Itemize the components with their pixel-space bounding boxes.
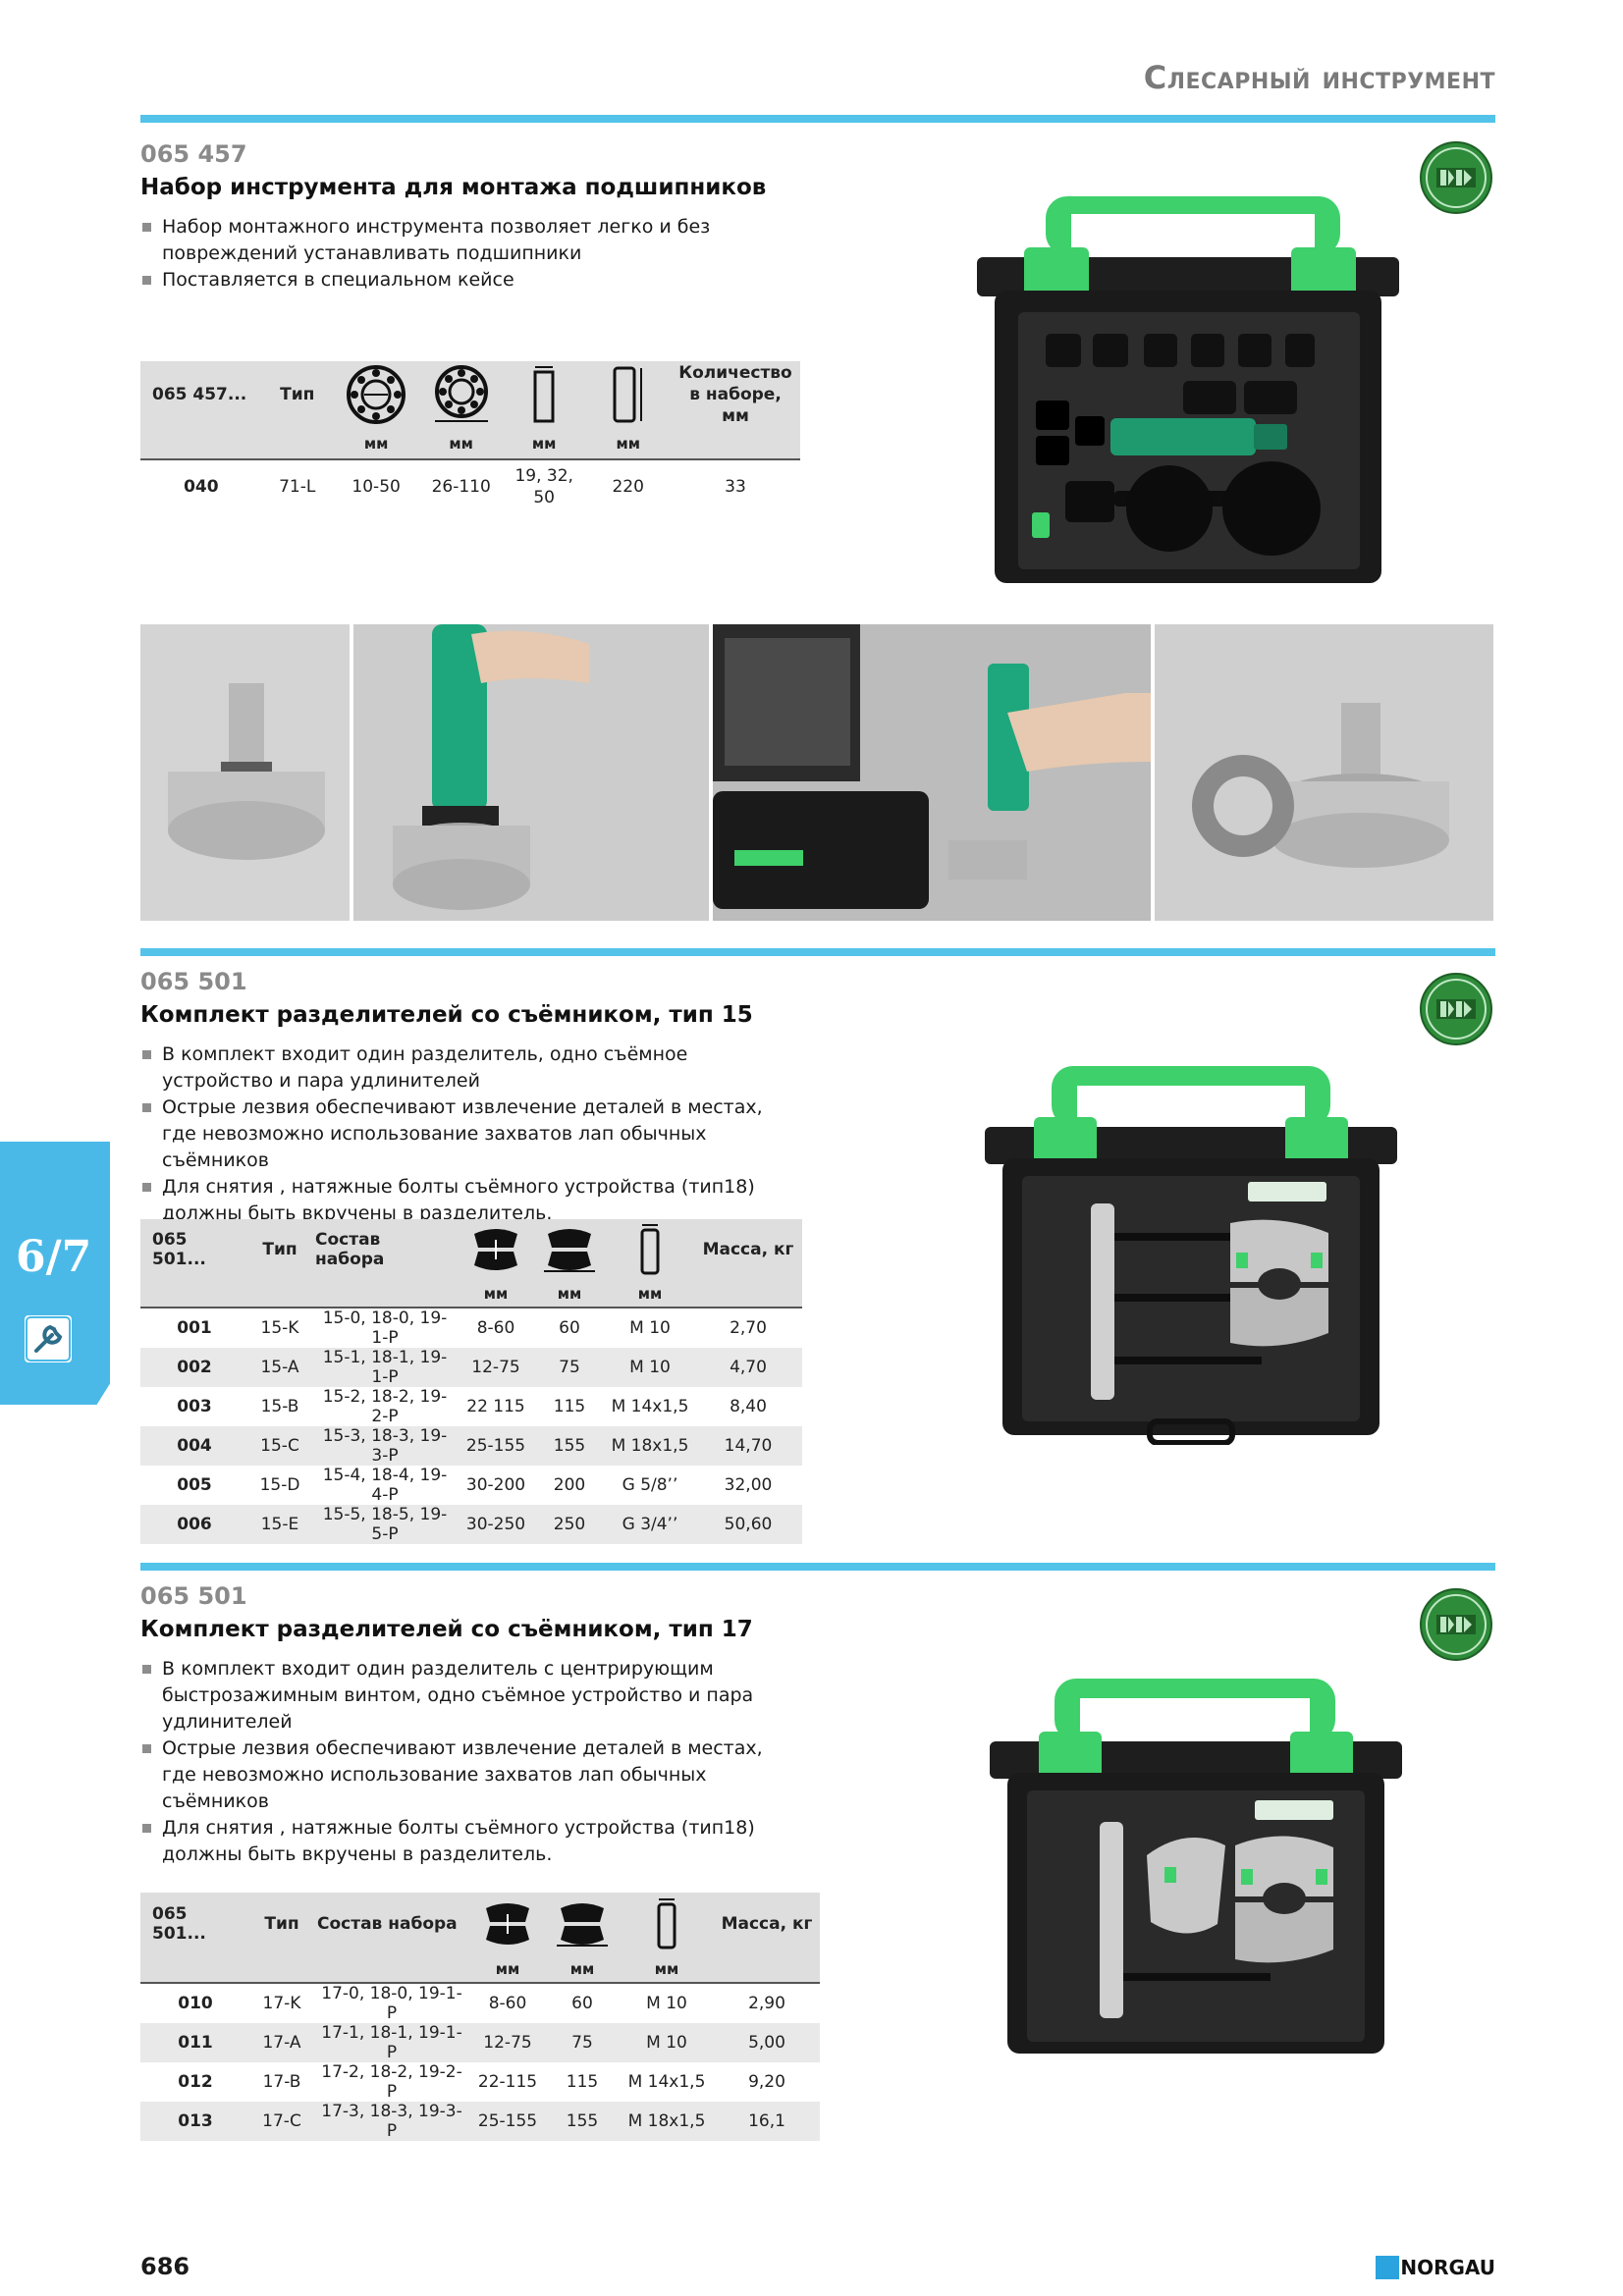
col-header: Тип	[262, 1240, 298, 1259]
section2-table: 065 501... Тип Состав набора Масса, кг м…	[140, 1219, 802, 1544]
section3-table: 065 501... Тип Состав набора Масса, кг м…	[140, 1893, 820, 2141]
col-header: Масса, кг	[702, 1240, 794, 1259]
section1-table: 065 457... Тип Количество в наборе, мм м…	[140, 361, 800, 512]
unit-label: мм	[363, 434, 389, 453]
bullet: Острые лезвия обеспечивают извлечение де…	[140, 1735, 769, 1815]
bearing-kit-case-image	[977, 196, 1399, 589]
section3-title: Комплект разделителей со съёмником, тип …	[140, 1617, 753, 1642]
product-photo	[140, 624, 350, 921]
section1-article: 065 457	[140, 140, 247, 168]
product-photo	[353, 624, 709, 921]
bullet: Для снятия , натяжные болты съёмного уст…	[140, 1815, 769, 1868]
bolt-thread-icon	[606, 1219, 694, 1280]
sleeve-diameter-icon	[503, 361, 586, 428]
sleeve-length-icon	[585, 361, 671, 428]
col-header: Масса, кг	[721, 1914, 813, 1934]
bearing-inner-diameter-icon	[333, 361, 420, 428]
separator-width-icon	[533, 1219, 606, 1280]
bolt-thread-icon	[620, 1893, 714, 1955]
unit-label: мм	[449, 434, 473, 453]
section3-article: 065 501	[140, 1582, 247, 1610]
col-header: Тип	[280, 385, 315, 404]
unit-label: мм	[531, 434, 557, 453]
unit-label: мм	[483, 1284, 509, 1303]
section3-divider	[140, 1563, 1495, 1571]
bullet: Набор монтажного инструмента позволяет л…	[140, 214, 730, 267]
header-divider	[140, 115, 1495, 123]
col-header: Состав набора	[315, 1230, 385, 1269]
brand-name: NORGAU	[1400, 2256, 1495, 2279]
separator-clamp-icon	[470, 1893, 545, 1955]
col-header: Состав набора	[317, 1914, 458, 1934]
unit-label: мм	[557, 1284, 582, 1303]
unit-label: мм	[569, 1959, 595, 1978]
section3-bullets: В комплект входит один разделитель с цен…	[140, 1656, 769, 1868]
brand-square-icon	[1376, 2256, 1399, 2279]
bullet: В комплект входит один разделитель с цен…	[140, 1656, 769, 1735]
section2-title: Комплект разделителей со съёмником, тип …	[140, 1002, 753, 1028]
col-header: 065 501...	[152, 1904, 206, 1944]
section1-bullets: Набор монтажного инструмента позволяет л…	[140, 214, 730, 294]
col-header: Тип	[264, 1914, 299, 1934]
col-header: Количество в наборе, мм	[678, 363, 792, 426]
bullet: Поставляется в специальном кейсе	[140, 267, 730, 294]
product-photo	[1155, 624, 1493, 921]
unit-label: мм	[654, 1959, 679, 1978]
wrench-icon	[25, 1315, 72, 1362]
chapter-title: Слесарный инструмент	[1143, 59, 1495, 96]
separator-width-icon	[545, 1893, 620, 1955]
unit-label: мм	[616, 434, 640, 453]
col-header: 065 501...	[152, 1230, 206, 1269]
kukko-logo-icon	[1419, 1587, 1493, 1662]
chapter-number: 6/7	[16, 1232, 92, 1282]
unit-label: мм	[637, 1284, 663, 1303]
kukko-logo-icon	[1419, 972, 1493, 1046]
kukko-logo-icon	[1419, 140, 1493, 215]
separator-kit-type15-case-image	[985, 1066, 1397, 1445]
bullet: Острые лезвия обеспечивают извлечение де…	[140, 1095, 798, 1174]
bullet: Для снятия , натяжные болты съёмного уст…	[140, 1174, 798, 1227]
section2-divider	[140, 948, 1495, 956]
section2-article: 065 501	[140, 968, 247, 995]
section1-title: Набор инструмента для монтажа подшипнико…	[140, 175, 767, 200]
section2-bullets: В комплект входит один разделитель, одно…	[140, 1041, 798, 1227]
separator-kit-type17-case-image	[990, 1679, 1402, 2061]
table-row: 040 71-L 10-50 26-110 19, 32, 50 220 33	[140, 459, 800, 512]
col-header: 065 457...	[152, 385, 247, 404]
page-number: 686	[140, 2253, 190, 2280]
unit-label: мм	[495, 1959, 520, 1978]
separator-clamp-icon	[459, 1219, 533, 1280]
bearing-outer-diameter-icon	[419, 361, 503, 428]
bullet: В комплект входит один разделитель, одно…	[140, 1041, 798, 1095]
product-photo	[713, 624, 1151, 921]
